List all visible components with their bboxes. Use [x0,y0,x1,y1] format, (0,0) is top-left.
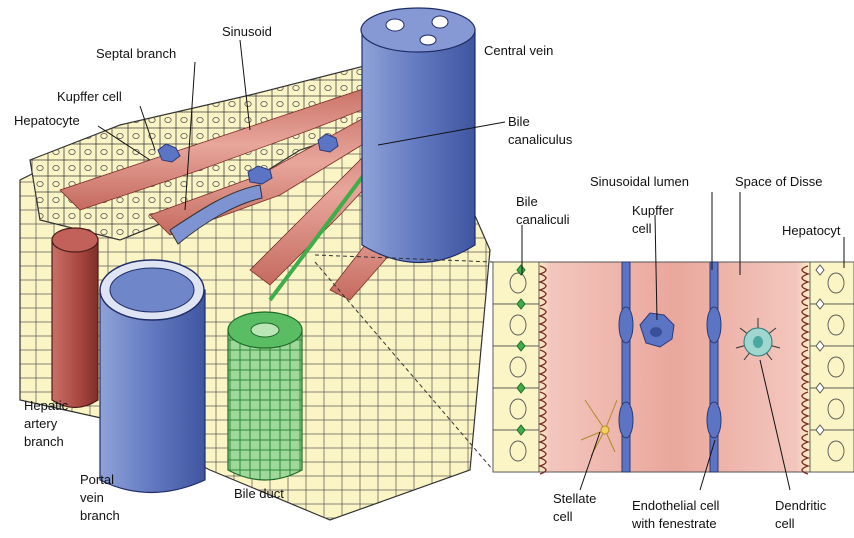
label-central-vein: Central vein [484,43,553,58]
label-hepatic-artery-2: artery [24,416,58,431]
label-portal-vein-2: vein [80,490,104,505]
hepatic-artery-body [52,240,98,408]
central-vein-opening [432,16,448,28]
portal-vein-branch [100,260,205,493]
label-sinusoid: Sinusoid [222,24,272,39]
central-vein-opening [386,19,404,31]
label-septal-branch: Septal branch [96,46,176,61]
label-portal-vein-3: branch [80,508,120,523]
central-vein-body [362,30,475,263]
detail-panel-bg [493,262,854,472]
bile-duct-body [228,330,302,480]
hepatic-artery-top [52,228,98,252]
label-endothelial-2: with fenestrate [631,516,717,531]
label-dendritic-2: cell [775,516,795,531]
detail-hepatocytes-left [493,262,539,472]
label-kupffer-cell: Kupffer cell [57,89,122,104]
label-hepatic-artery-3: branch [24,434,64,449]
detail-hepatocytes-right [810,262,854,472]
hepatic-artery-branch [52,228,98,408]
label-bile-canaliculi-2: canaliculi [516,212,570,227]
bile-duct [228,312,302,480]
label-kupffer-detail-2: cell [632,221,652,236]
label-sinusoidal-lumen: Sinusoidal lumen [590,174,689,189]
label-hepatic-artery-1: Hepatic [24,398,69,413]
label-kupffer-detail-1: Kupffer [632,203,674,218]
label-bile-canaliculus-1: Bile [508,114,530,129]
central-vein-opening [420,35,436,45]
label-hepatocyte-detail: Hepatocyt [782,223,841,238]
label-hepatocyte: Hepatocyte [14,113,80,128]
label-endothelial-1: Endothelial cell [632,498,720,513]
label-space-of-disse: Space of Disse [735,174,822,189]
label-stellate-1: Stellate [553,491,596,506]
label-portal-vein-1: Portal [80,472,114,487]
detail-panel [493,262,854,474]
bile-duct-lumen [251,323,279,337]
label-bile-canaliculi-1: Bile [516,194,538,209]
label-bile-canaliculus-2: canaliculus [508,132,573,147]
portal-vein-lumen [110,268,194,312]
central-vein-top [361,8,475,52]
detail-kupffer-nucleus [650,327,662,337]
label-bile-duct: Bile duct [234,486,284,501]
label-stellate-2: cell [553,509,573,524]
label-dendritic-1: Dendritic [775,498,827,513]
central-vein [361,8,475,263]
